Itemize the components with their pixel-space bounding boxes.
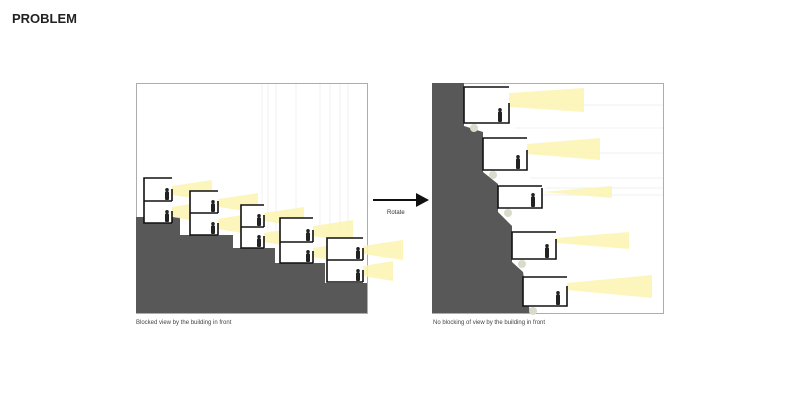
tree-icon <box>504 209 512 217</box>
building-outline <box>143 177 173 224</box>
rotate-label: Rotate <box>387 210 405 216</box>
tree-icon <box>518 260 526 268</box>
person-body <box>165 191 169 200</box>
person-body <box>211 225 215 234</box>
left-caption: Blocked view by the building in front <box>136 320 232 326</box>
person-icon <box>531 193 535 197</box>
person-body <box>356 250 360 259</box>
view-cone <box>556 232 629 249</box>
view-cone <box>363 240 403 260</box>
room-outline <box>482 137 528 171</box>
person-icon <box>165 188 169 192</box>
person-body <box>257 238 261 247</box>
room-outline <box>497 185 543 209</box>
person-icon <box>498 108 502 112</box>
view-cone <box>363 261 393 281</box>
room-outline <box>522 276 568 307</box>
person-icon <box>257 235 261 239</box>
rotated-view-diagram <box>432 83 664 315</box>
person-body <box>556 294 560 305</box>
person-icon <box>257 214 261 218</box>
room-outline <box>511 231 557 260</box>
building-outline <box>326 237 364 283</box>
person-icon <box>556 291 560 295</box>
person-body <box>211 203 215 212</box>
person-icon <box>211 200 215 204</box>
person-icon <box>306 229 310 233</box>
building-outline <box>189 190 219 236</box>
rotate-arrow <box>373 193 429 207</box>
room-outline <box>463 86 510 124</box>
ground <box>136 217 367 313</box>
person-icon <box>516 155 520 159</box>
ground <box>432 83 530 313</box>
person-icon <box>165 210 169 214</box>
person-body <box>516 158 520 169</box>
person-icon <box>356 247 360 251</box>
view-cone <box>567 275 652 298</box>
person-body <box>257 217 261 226</box>
person-icon <box>545 244 549 248</box>
person-icon <box>356 269 360 273</box>
view-cone <box>509 88 584 112</box>
blocked-view-diagram <box>136 83 403 314</box>
person-body <box>306 253 310 262</box>
view-cone <box>542 186 612 198</box>
person-body <box>306 232 310 241</box>
view-cone <box>313 220 353 242</box>
right-caption: No blocking of view by the building in f… <box>433 320 546 326</box>
view-cone <box>527 138 600 160</box>
person-icon <box>211 222 215 226</box>
person-icon <box>306 250 310 254</box>
person-body <box>356 272 360 281</box>
person-body <box>545 247 549 258</box>
person-body <box>498 111 502 122</box>
tree-icon <box>489 171 497 179</box>
building-outline <box>240 204 265 249</box>
building-outline <box>279 217 314 264</box>
tree-icon <box>470 124 478 132</box>
page-title: PROBLEM <box>12 11 77 26</box>
person-body <box>165 213 169 222</box>
tree-icon <box>529 307 537 315</box>
person-body <box>531 196 535 207</box>
